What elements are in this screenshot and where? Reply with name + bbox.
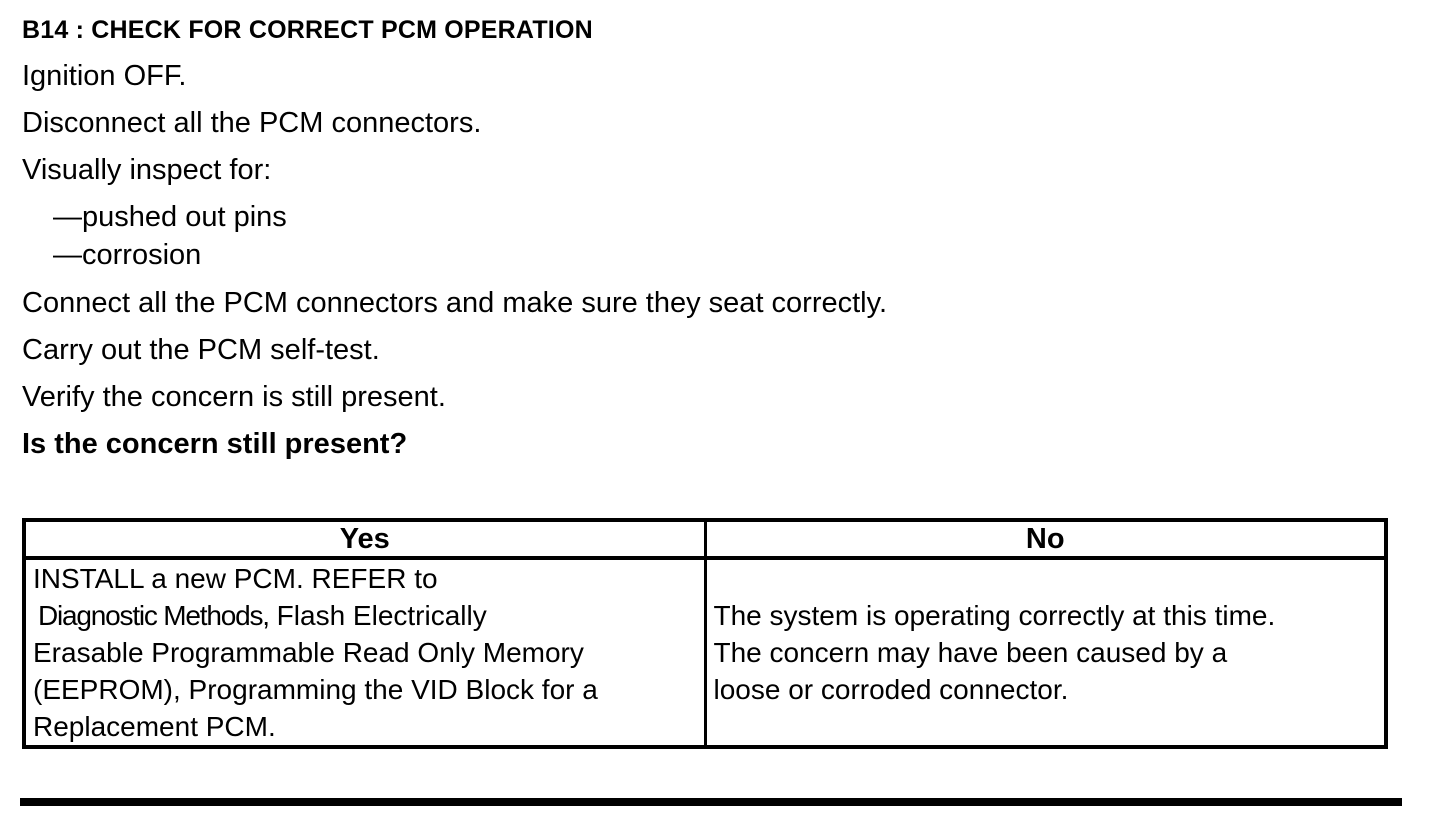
yes-action-line-2: Diagnostic Methods, Flash Electrically	[33, 597, 704, 634]
no-action-line-1: The system is operating correctly at thi…	[713, 600, 1276, 631]
table-header-row: Yes No	[22, 518, 1388, 560]
procedure-content: B14 : CHECK FOR CORRECT PCM OPERATION Ig…	[22, 16, 1410, 460]
yes-action-cell: INSTALL a new PCM. REFER to Diagnostic M…	[22, 556, 707, 749]
yes-action-line-1: INSTALL a new PCM. REFER to	[33, 563, 438, 594]
no-action-cell: The system is operating correctly at thi…	[703, 556, 1388, 749]
no-action-line-3: loose or corroded connector.	[713, 674, 1069, 705]
step-verify-concern: Verify the concern is still present.	[22, 381, 446, 413]
page-title: B14 : CHECK FOR CORRECT PCM OPERATION	[22, 16, 593, 44]
inspect-item-corrosion: —corrosion	[53, 239, 202, 271]
step-ignition-off: Ignition OFF.	[22, 60, 187, 92]
page-divider-rule	[20, 798, 1402, 806]
inspect-item-pushed-out-pins: —pushed out pins	[53, 201, 287, 233]
yes-action-line-2-rest: Flash Electrically	[276, 600, 487, 631]
yes-action-line-3: Erasable Programmable Read Only Memory	[33, 637, 584, 668]
no-column-header: No	[703, 518, 1388, 560]
step-connect-connectors: Connect all the PCM connectors and make …	[22, 287, 888, 319]
yes-action-line-5: Replacement PCM.	[33, 711, 276, 742]
diagnostic-methods-reference: Diagnostic Methods,	[38, 600, 270, 631]
table-body-row: INSTALL a new PCM. REFER to Diagnostic M…	[22, 556, 1388, 749]
yes-no-results-table: Yes No INSTALL a new PCM. REFER to Diagn…	[22, 518, 1388, 749]
yes-action-line-4: (EEPROM), Programming the VID Block for …	[33, 674, 598, 705]
yes-column-header: Yes	[22, 518, 707, 560]
step-visually-inspect: Visually inspect for:	[22, 154, 272, 186]
decision-question: Is the concern still present?	[22, 428, 408, 460]
no-action-line-2: The concern may have been caused by a	[713, 637, 1228, 668]
step-carry-out-self-test: Carry out the PCM self-test.	[22, 334, 380, 366]
step-disconnect-connectors: Disconnect all the PCM connectors.	[22, 107, 482, 139]
